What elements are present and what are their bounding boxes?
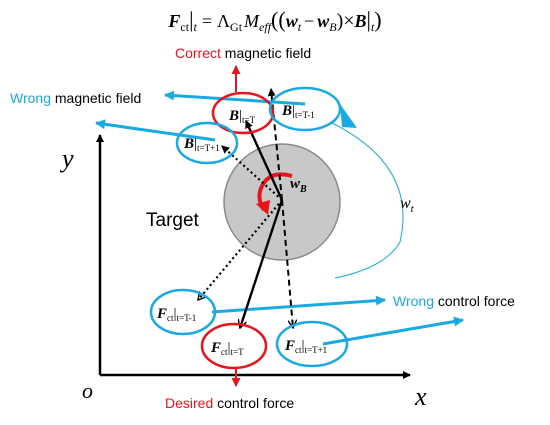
svg-text:B|t=T+1: B|t=T+1 (183, 136, 220, 153)
origin-label: o (82, 378, 93, 403)
wB-label: wB (290, 176, 307, 195)
x-axis-label: x (414, 382, 427, 411)
desired-force-label: Desired control force (165, 395, 294, 411)
y-axis-label: y (59, 144, 74, 173)
force-vector-Tm1 (198, 199, 283, 300)
ellipse-B-Tm1: B|t=T-1 (268, 86, 342, 132)
wrong-field-arrow-1 (164, 90, 306, 106)
ellipse-F-T: Fct|t=T (200, 322, 268, 370)
rotation-arc (329, 121, 404, 279)
wrong-field-arrow-2 (95, 119, 216, 142)
force-vector-T (240, 199, 284, 328)
svg-text:B|t=T: B|t=T (228, 108, 256, 125)
svg-text:Fct|t=T+1: Fct|t=T+1 (284, 338, 327, 355)
wrong-force-arrow-2 (322, 316, 464, 346)
ellipse-F-Tm1: Fct|t=T-1 (149, 288, 217, 336)
svg-text:Fct|t=T: Fct|t=T (210, 340, 244, 357)
rotation-wB-arrowhead (256, 200, 270, 215)
svg-text:B|t=T-1: B|t=T-1 (281, 103, 315, 120)
ellipse-F-Tp1: Fct|t=T+1 (275, 320, 349, 368)
rotation-arc-head (340, 104, 357, 128)
correct-field-label: Correct magnetic field (175, 45, 311, 61)
wt-label: wt (400, 195, 415, 215)
wrong-force-label: Wrong control force (393, 293, 515, 309)
svg-text:Fct|t=T-1: Fct|t=T-1 (156, 306, 196, 323)
field-vector-T (244, 120, 284, 201)
field-vector-Tp1 (221, 145, 283, 201)
target-label: Target (146, 210, 200, 231)
force-vector-Tp1 (281, 199, 293, 328)
wrong-field-label: Wrong magnetic field (10, 90, 141, 106)
ellipse-B-T: B|t=T (211, 91, 275, 135)
ellipse-B-Tp1: B|t=T+1 (175, 121, 239, 165)
wrong-force-arrow-1 (211, 295, 386, 314)
